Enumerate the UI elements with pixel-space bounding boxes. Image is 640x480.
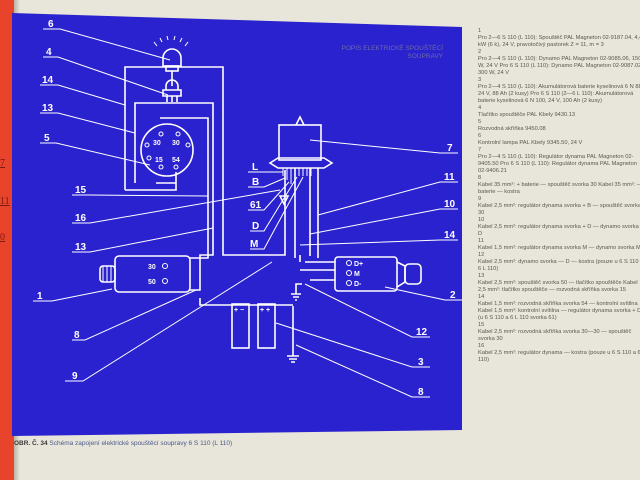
control-lamp-icon	[153, 35, 189, 72]
margin-mark: 7	[0, 158, 5, 169]
legend-number: 1	[478, 28, 482, 34]
adjacent-page-margin	[0, 0, 14, 480]
regulator-terminal-m: M	[250, 239, 258, 250]
figure-caption: OBR. Č. 34 Schéma zapojení elektrické sp…	[14, 440, 232, 447]
callout-1: 1	[37, 291, 43, 302]
switchbox-terminal: 15	[155, 157, 163, 164]
legend-number: 3	[478, 77, 482, 83]
dynamo-terminal-dplus: D+	[354, 261, 363, 268]
dynamo-icon: D+ M D-	[334, 256, 422, 292]
legend-number: 2	[478, 49, 482, 55]
starter-motor-icon: 30 50	[99, 255, 191, 293]
legend-text: Kabel 2,5 mm²: rozvodná skříňka svorka 3…	[478, 329, 632, 342]
callout-14: 14	[444, 230, 456, 241]
starter-terminal-50: 50	[148, 279, 156, 286]
starter-terminal-30: 30	[148, 264, 156, 271]
callout-8: 8	[74, 330, 80, 341]
diagram-panel	[12, 13, 462, 436]
legend-number: 16	[478, 343, 485, 349]
legend-number: 15	[478, 322, 485, 328]
callout-4: 4	[46, 47, 52, 58]
svg-text:+ −: + −	[234, 307, 244, 314]
regulator-terminal-61: 61	[250, 200, 262, 211]
callout-leaders	[33, 28, 462, 398]
legend-number: 7	[478, 147, 482, 153]
callout-16: 16	[75, 213, 87, 224]
ground-icon	[287, 306, 299, 363]
legend-text: Kontrolní lampa PAL Kbely 9345.50, 24 V	[478, 140, 583, 146]
dynamo-terminal-dminus: D-	[354, 281, 362, 288]
callout-2: 2	[450, 290, 456, 301]
callout-5: 5	[44, 133, 50, 144]
callout-13: 13	[42, 103, 54, 114]
ground-icon	[291, 283, 302, 301]
regulator-terminal-l: L	[252, 162, 258, 173]
legend-number: 14	[478, 294, 485, 300]
legend-number: 10	[478, 217, 485, 223]
legend-text: Kabel 2,5 mm²: regulátor dynama — kostra…	[478, 350, 640, 363]
callout-9: 9	[72, 371, 78, 382]
margin-mark: 0	[0, 232, 5, 243]
switchbox-terminal: 30	[153, 140, 161, 147]
legend-text: Pro 2—6 S 110 (L 110): Spouštěč PAL Magn…	[478, 35, 640, 48]
svg-text:+ +: + +	[260, 307, 270, 314]
legend-number: 12	[478, 252, 485, 258]
legend-number: 11	[478, 238, 484, 244]
legend-text: Kabel 1,5 mm²: rozvodná skříňka svorka 5…	[478, 301, 640, 321]
legend-number: 4	[478, 105, 482, 111]
callout-15: 15	[75, 185, 87, 196]
margin-mark: 11	[0, 196, 10, 207]
callout-6: 6	[48, 19, 54, 30]
dynamo-terminal-m: M	[354, 271, 360, 278]
switchbox-terminal: 30	[172, 140, 180, 147]
callout-7: 7	[447, 143, 453, 154]
figure-number: OBR. Č. 34	[14, 440, 48, 447]
battery-icon: + − + +	[231, 303, 276, 349]
diagram-title: SOUPRAVY	[407, 53, 443, 60]
legend-number: 6	[478, 133, 482, 139]
legend-text: Kabel 2,5 mm²: regulátor dynama svorka +…	[478, 224, 640, 237]
legend-number: 5	[478, 119, 482, 125]
legend-text: Kabel 1,5 mm²: regulátor dynama svorka M…	[478, 245, 640, 251]
callout-8: 8	[418, 387, 424, 398]
callout-12: 12	[416, 327, 428, 338]
legend-text: Pro 2—4 S 110 (L 110): Regulátor dynama …	[478, 154, 637, 174]
legend-text: Pro 2—4 S 110 (L 110): Akumulátorová bat…	[478, 84, 640, 104]
legend-text: Kabel 2,5 mm²: dynamo svorka — D — kostr…	[478, 259, 640, 272]
switchbox-terminal: 54	[172, 157, 180, 164]
legend-text: Kabel 35 mm²: + baterie — spouštěč svork…	[478, 182, 640, 195]
legend-text: Kabel 2,5 mm²: spouštěč svorka 50 — tlač…	[478, 280, 638, 293]
legend-text: Pro 2—4 S 110 (L 110): Dynamo PAL Magnet…	[478, 56, 640, 76]
legend-number: 8	[478, 175, 482, 181]
callout-13: 13	[75, 242, 87, 253]
legend-number: 13	[478, 273, 485, 279]
legend-text: Rozvodná skříňka 9450.08	[478, 126, 546, 132]
callout-10: 10	[444, 199, 456, 210]
starter-push-button-icon	[162, 79, 182, 102]
figure-caption-text: Schéma zapojení elektrické spouštěcí sou…	[49, 440, 233, 447]
legend-text: Tlačítko spouštěče PAL Kbely 9430.13	[478, 112, 576, 118]
distribution-box-icon: 30 30 15 54	[140, 123, 194, 177]
callout-3: 3	[418, 357, 424, 368]
regulator-terminal-b: B	[252, 177, 259, 188]
callout-14: 14	[42, 75, 54, 86]
legend-text: Kabel 2,5 mm²: regulátor dynama svorka +…	[478, 203, 640, 216]
callout-11: 11	[444, 172, 455, 183]
regulator-terminal-d: D	[252, 221, 259, 232]
diagram-title: POPIS ELEKTRICKÉ SPOUŠTĚCÍ	[342, 43, 444, 52]
legend-number: 9	[478, 196, 482, 202]
